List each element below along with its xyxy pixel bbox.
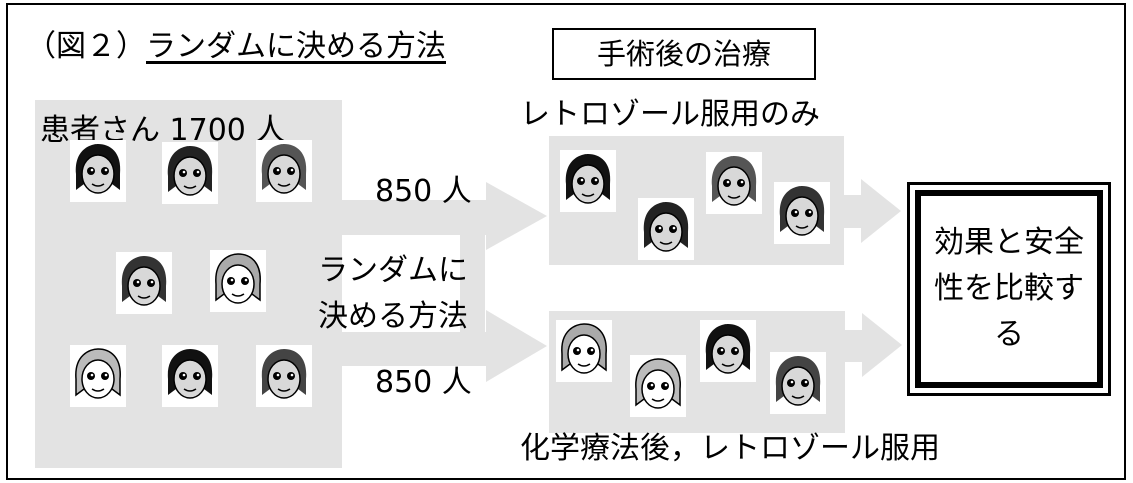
patient-face-icon xyxy=(70,140,126,202)
figure-number: （図２） xyxy=(26,29,146,64)
patient-face-icon xyxy=(162,345,218,407)
randomize-label: ランダムに決める方法 xyxy=(318,253,468,334)
group-count-top: 850 人 xyxy=(375,174,472,209)
patient-face-icon xyxy=(210,250,266,312)
patient-face-icon xyxy=(70,345,126,407)
group-count-bottom: 850 人 xyxy=(375,365,472,400)
arrow-to-result-bottom xyxy=(845,313,902,377)
arm-letrozole-label: レトロゾール服用のみ xyxy=(520,97,820,132)
result-box-inner: 効果と安全性を比較する xyxy=(915,190,1103,388)
patient-face-icon xyxy=(770,352,826,414)
patient-face-icon xyxy=(162,142,218,204)
patient-face-icon xyxy=(638,198,694,260)
arrow-to-result-top xyxy=(844,179,901,243)
patient-face-icon xyxy=(560,150,616,212)
patient-face-icon xyxy=(774,182,830,244)
result-text: 効果と安全性を比較する xyxy=(934,225,1084,352)
patient-face-icon xyxy=(256,345,312,407)
patient-face-icon xyxy=(256,140,312,202)
figure-frame xyxy=(6,3,1126,480)
header-box: 手術後の治療 xyxy=(552,28,816,80)
patient-face-icon xyxy=(706,152,762,214)
result-box: 効果と安全性を比較する xyxy=(907,182,1111,396)
patient-face-icon xyxy=(556,320,612,382)
split-arrow xyxy=(340,182,547,382)
patient-face-icon xyxy=(700,320,756,382)
patient-face-icon xyxy=(116,252,172,314)
patient-face-icon xyxy=(630,355,686,417)
figure-title: （図２）ランダムに決める方法 xyxy=(26,30,446,64)
arm-chemo-label: 化学療法後，レトロゾール服用 xyxy=(520,431,940,466)
figure-title-text: ランダムに決める方法 xyxy=(146,29,446,64)
